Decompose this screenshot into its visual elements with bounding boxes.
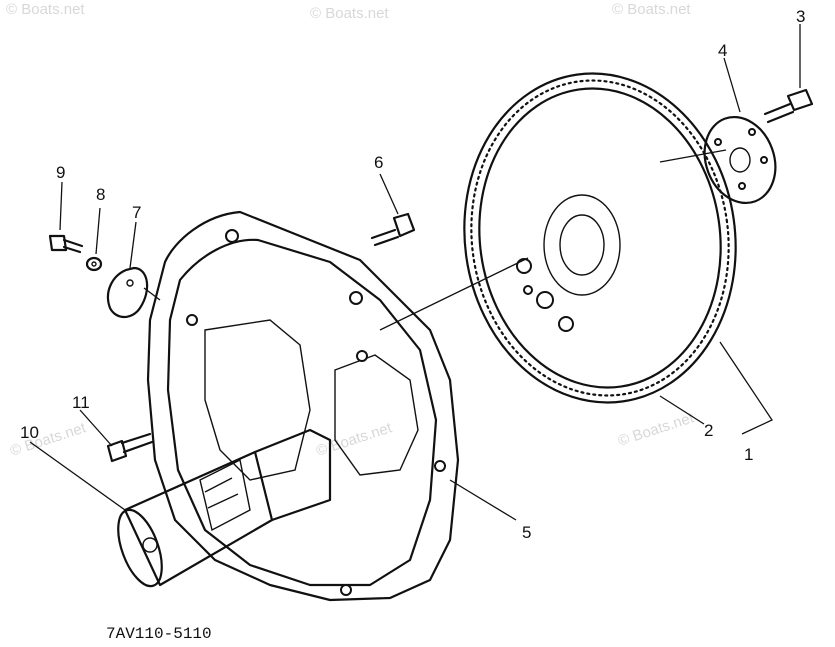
callout-8: 8: [96, 185, 105, 204]
watermark: © Boats.net: [612, 1, 691, 18]
callout-3: 3: [796, 7, 805, 26]
bolt: [370, 212, 416, 247]
diagram-code: 7AV110-5110: [106, 625, 212, 643]
starter-motor: [117, 428, 332, 588]
watermark: © Boats.net: [314, 419, 395, 460]
callout-11: 11: [72, 393, 90, 412]
cover-plate: [106, 266, 149, 319]
bolt: [48, 234, 84, 254]
axis-line: [659, 149, 727, 163]
washer: [85, 256, 103, 272]
watermark: © Boats.net: [310, 5, 389, 22]
callout-7: 7: [132, 203, 141, 222]
callout-4: 4: [718, 41, 727, 60]
callout-9: 9: [56, 163, 65, 182]
watermark: © Boats.net: [616, 409, 697, 450]
leader-lines: [29, 24, 801, 521]
callout-1: 1: [744, 445, 753, 464]
flywheel-housing: [146, 210, 460, 602]
flywheel: [463, 72, 737, 404]
axis-line: [379, 257, 529, 331]
callout-6: 6: [374, 153, 383, 172]
callouts: 1 2 3 4 5 6 7 8 9 10 11: [20, 7, 805, 542]
bolt: [763, 88, 814, 124]
callout-5: 5: [522, 523, 531, 542]
axis-line: [143, 287, 161, 301]
watermark-layer: © Boats.net © Boats.net © Boats.net © Bo…: [6, 1, 697, 460]
callout-2: 2: [704, 421, 713, 440]
callout-10: 10: [20, 423, 39, 442]
bolt: [106, 432, 154, 463]
watermark: © Boats.net: [6, 1, 85, 18]
flywheel-plate: [703, 115, 777, 205]
